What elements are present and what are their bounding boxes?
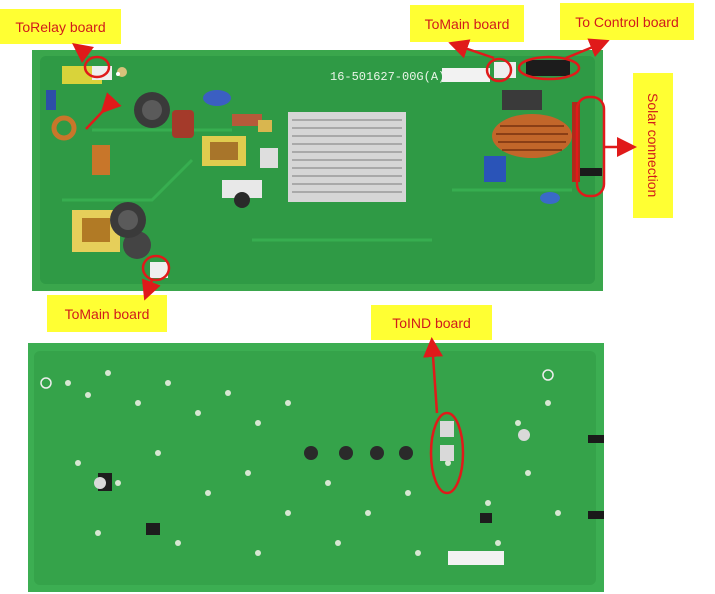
top-board-photo: 16-501627-00G(A) — [32, 50, 603, 291]
callout-solar-connection: Solar connection — [633, 73, 673, 218]
callout-to-ind-board: ToIND board — [371, 305, 492, 340]
callout-to-main-board-top: ToMain board — [410, 5, 524, 42]
callout-to-control-board: To Control board — [560, 3, 694, 40]
top-board-image: 16-501627-00G(A) — [32, 50, 603, 291]
bottom-board-image — [28, 343, 604, 592]
bottom-board-photo — [28, 343, 604, 592]
callout-to-main-board-bottom: ToMain board — [47, 295, 167, 332]
board-silkscreen-label: 16-501627-00G(A) — [330, 70, 445, 84]
callout-to-relay-board: ToRelay board — [0, 9, 121, 44]
